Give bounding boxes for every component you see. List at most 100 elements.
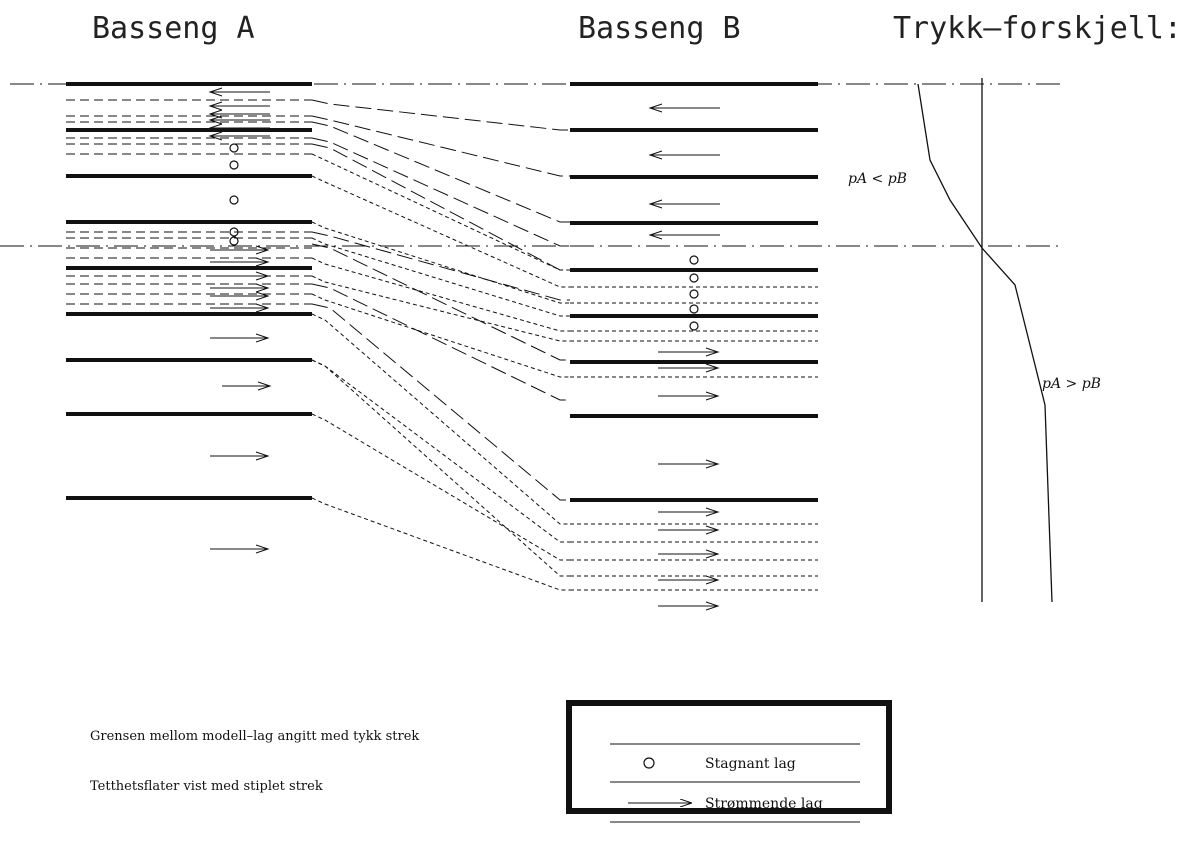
basin-a-inflow-arrow-2 [208,109,270,119]
flow-arrows [208,87,720,611]
basin-b-inflow-arrow-1 [648,150,720,160]
stagnant-circle-7 [689,289,699,299]
basin-b-outflow-arrow-2 [658,391,720,401]
pressure-difference-title: Trykk–forskjell: [893,11,1182,46]
stagnant-circle-0 [229,143,239,153]
note-dashed-line: Tetthetsflater vist med stiplet strek [90,779,323,794]
basin-b-inflow-arrow-2 [648,199,720,209]
basin-b-outflow-arrow-6 [658,549,720,559]
stagnant-circle-9 [689,321,699,331]
basin-a-outflow-arrow-6 [210,333,270,343]
connecting-line-long-8 [311,303,570,501]
basin-a-outflow-arrow-5 [210,303,270,313]
pressure-profile [917,78,1053,603]
basin-a-inflow-arrow-4 [208,123,270,133]
stagnant-circle-4 [229,236,239,246]
basin-a-deep-arrow-1-head [255,544,270,554]
basin-b-inflow-arrow-2-head [648,199,663,209]
basin-a-title: Basseng A [92,11,255,46]
legend-flowing-label: Strømmende lag [705,796,823,812]
basin-a-outflow-arrow-2 [210,271,270,281]
basin-b-layer-boundaries [570,82,818,502]
basin-b-outflow-arrow-6-head [705,549,720,559]
basin-a-inflow-arrow-3-head [208,115,223,125]
basin-b-outflow-arrow-8 [658,601,720,611]
basin-a-inflow-arrow-1 [208,101,270,111]
basin-a-outflow-arrow-0-head [255,245,270,255]
basin-a-deep-arrow-0 [210,451,270,461]
connecting-line-long-3 [311,137,570,247]
basin-a-outflow-arrow-3-head [255,283,270,293]
connecting-line-short-8 [311,359,570,543]
stagnant-circle-2 [229,195,239,205]
connecting-line-long-6 [311,243,570,361]
basin-b-density-surfaces [570,286,818,591]
basin-a-deep-arrow-0-head [255,451,270,461]
connecting-line-short-1 [311,175,570,288]
basin-b-outflow-arrow-7-head [705,575,720,585]
basin-a-inflow-arrow-5 [208,131,270,141]
basin-a-inflow-arrow-0-head [208,87,223,97]
basin-b-inflow-arrow-1-head [648,150,663,160]
basin-b-outflow-arrow-8-head [705,601,720,611]
basin-a-inflow-arrow-4-head [208,123,223,133]
legend-frame [566,700,892,814]
basin-a-inflow-arrow-1-head [208,101,223,111]
basin-a-inflow-arrow-2-head [208,109,223,119]
stagnant-circle-1 [229,160,239,170]
basin-a-density-surfaces [66,99,312,305]
basin-a-outflow-arrow-3 [210,283,270,293]
basin-a-mid-arrow-0 [222,381,272,391]
basin-b-outflow-arrow-5 [658,525,720,535]
legend: Stagnant lag Strømmende lag [566,700,892,823]
basin-a-layer-boundaries [66,82,312,500]
connecting-line-long-7 [311,283,570,401]
basin-b-inflow-arrow-0 [648,103,720,113]
connecting-line-short-6 [311,293,570,378]
basin-b-title: Basseng B [578,11,741,46]
basin-a-inflow-arrow-0 [208,87,270,97]
basin-b-outflow-arrow-1-head [705,363,720,373]
basin-b-inflow-arrow-3-head [648,230,663,240]
stagnant-circle-3 [229,227,239,237]
pressure-curve [917,83,1053,603]
basin-a-outflow-arrow-0 [210,245,270,255]
basin-a-outflow-arrow-4-head [255,291,270,301]
connecting-lines-long-dash [311,99,570,501]
connecting-line-short-0 [311,153,570,271]
connecting-line-short-2 [311,221,570,304]
connecting-line-short-4 [311,257,570,332]
basin-a-outflow-arrow-5-head [255,303,270,313]
basin-b-outflow-arrow-5-head [705,525,720,535]
basin-b-outflow-arrow-3 [658,459,720,469]
basin-b-outflow-arrow-1 [658,363,720,373]
connecting-line-long-5 [311,231,570,301]
basin-a-outflow-arrow-2-head [255,271,270,281]
connecting-line-long-1 [311,115,570,177]
basin-a-deep-arrow-1 [210,544,270,554]
stagnant-circle-5 [689,255,699,265]
basin-b-inflow-arrow-3 [648,230,720,240]
connecting-line-long-4 [311,143,570,271]
pressure-label-lower: pA > pB [1042,376,1101,392]
basin-b-inflow-arrow-0-head [648,103,663,113]
connecting-line-short-11 [311,497,570,591]
basin-b-outflow-arrow-0-head [705,347,720,357]
basin-a-outflow-arrow-1 [210,257,270,267]
legend-stagnant-label: Stagnant lag [705,756,796,772]
note-thick-line: Grensen mellom modell–lag angitt med tyk… [90,729,419,744]
connecting-lines-short-dash [311,153,570,591]
stagnant-circle-6 [689,273,699,283]
basin-a-inflow-arrow-5-head [208,131,223,141]
basin-b-outflow-arrow-2-head [705,391,720,401]
connecting-line-long-2 [311,121,570,223]
basin-b-outflow-arrow-4-head [705,507,720,517]
connecting-line-short-5 [311,275,570,342]
connecting-line-short-10 [311,359,570,577]
basin-b-outflow-arrow-4 [658,507,720,517]
basin-a-outflow-arrow-4 [210,291,270,301]
basin-b-outflow-arrow-7 [658,575,720,585]
basin-a-outflow-arrow-1-head [255,257,270,267]
pressure-label-upper: pA < pB [848,171,907,187]
